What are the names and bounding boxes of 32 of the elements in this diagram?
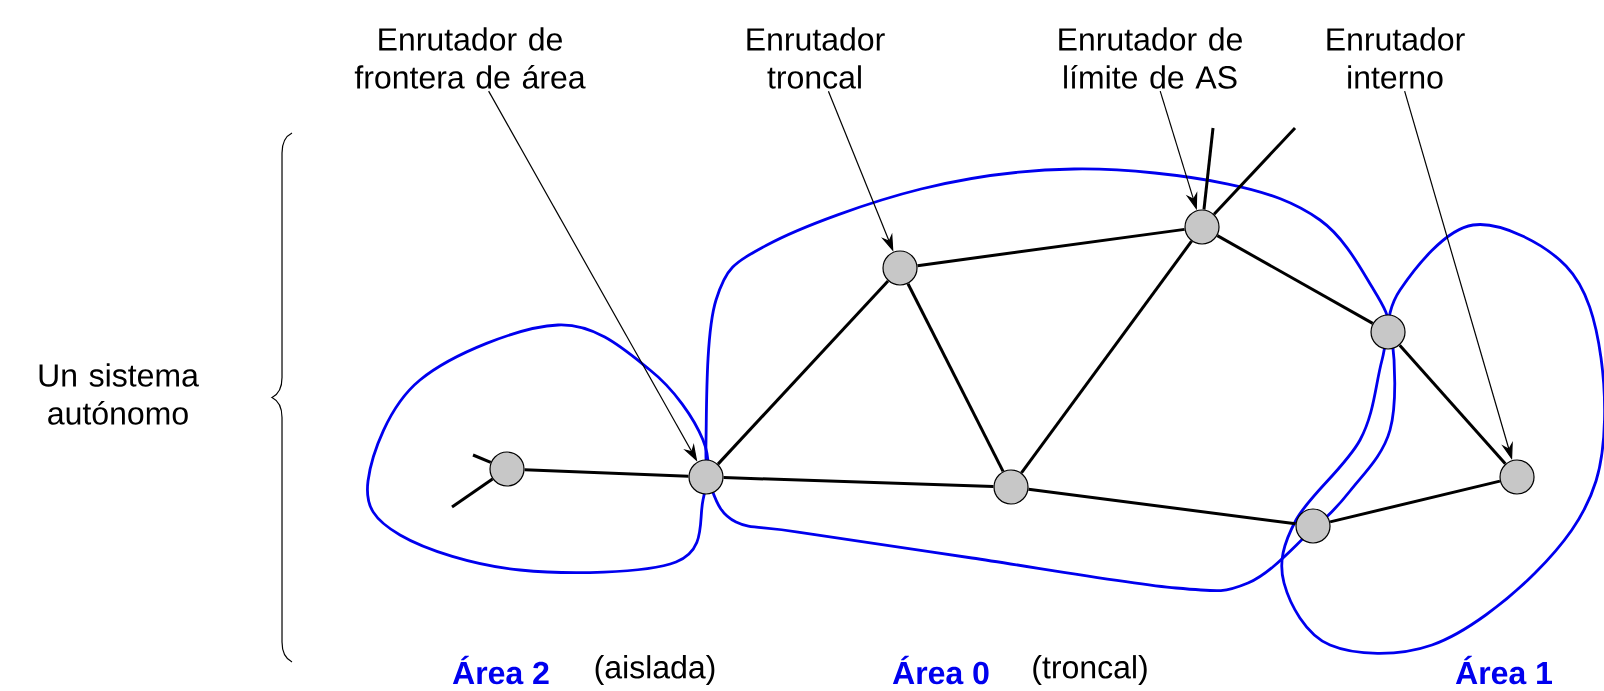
router-circle — [1370, 314, 1406, 350]
router-label: Enrutador interno — [1327, 27, 1465, 89]
link-line — [906, 283, 1005, 472]
area-label: Área 0 — [892, 655, 989, 685]
link-line — [1028, 487, 1296, 526]
link-line — [1216, 234, 1374, 325]
router-circle — [993, 469, 1029, 505]
link-line — [917, 227, 1185, 268]
link-line — [472, 453, 492, 464]
router-circle — [882, 250, 918, 286]
system-label: Un sistema autónomo — [39, 363, 199, 425]
router-label: Enrutador troncal — [747, 27, 885, 89]
area-label: Área 2 — [452, 655, 549, 685]
router-circle — [1184, 209, 1220, 245]
link-line — [1020, 240, 1193, 474]
link-line — [716, 279, 890, 466]
link-line — [451, 477, 494, 509]
router-circle — [1295, 508, 1331, 544]
link-line — [524, 468, 689, 478]
area-note: (troncal) — [1033, 655, 1147, 685]
link-line — [1202, 127, 1215, 210]
router-circle — [688, 459, 724, 495]
router-circle — [489, 451, 525, 487]
router-label: Enrutador de frontera de área — [354, 27, 586, 89]
area-note: (aislada) — [595, 655, 715, 685]
link-line — [1329, 479, 1501, 524]
link-line — [723, 476, 994, 488]
link-line — [1398, 344, 1507, 465]
area-label: Área 1 — [1455, 655, 1552, 685]
link-line — [1212, 126, 1297, 216]
router-label: Enrutador de límite de AS — [1059, 27, 1242, 89]
router-circle — [1499, 459, 1535, 495]
